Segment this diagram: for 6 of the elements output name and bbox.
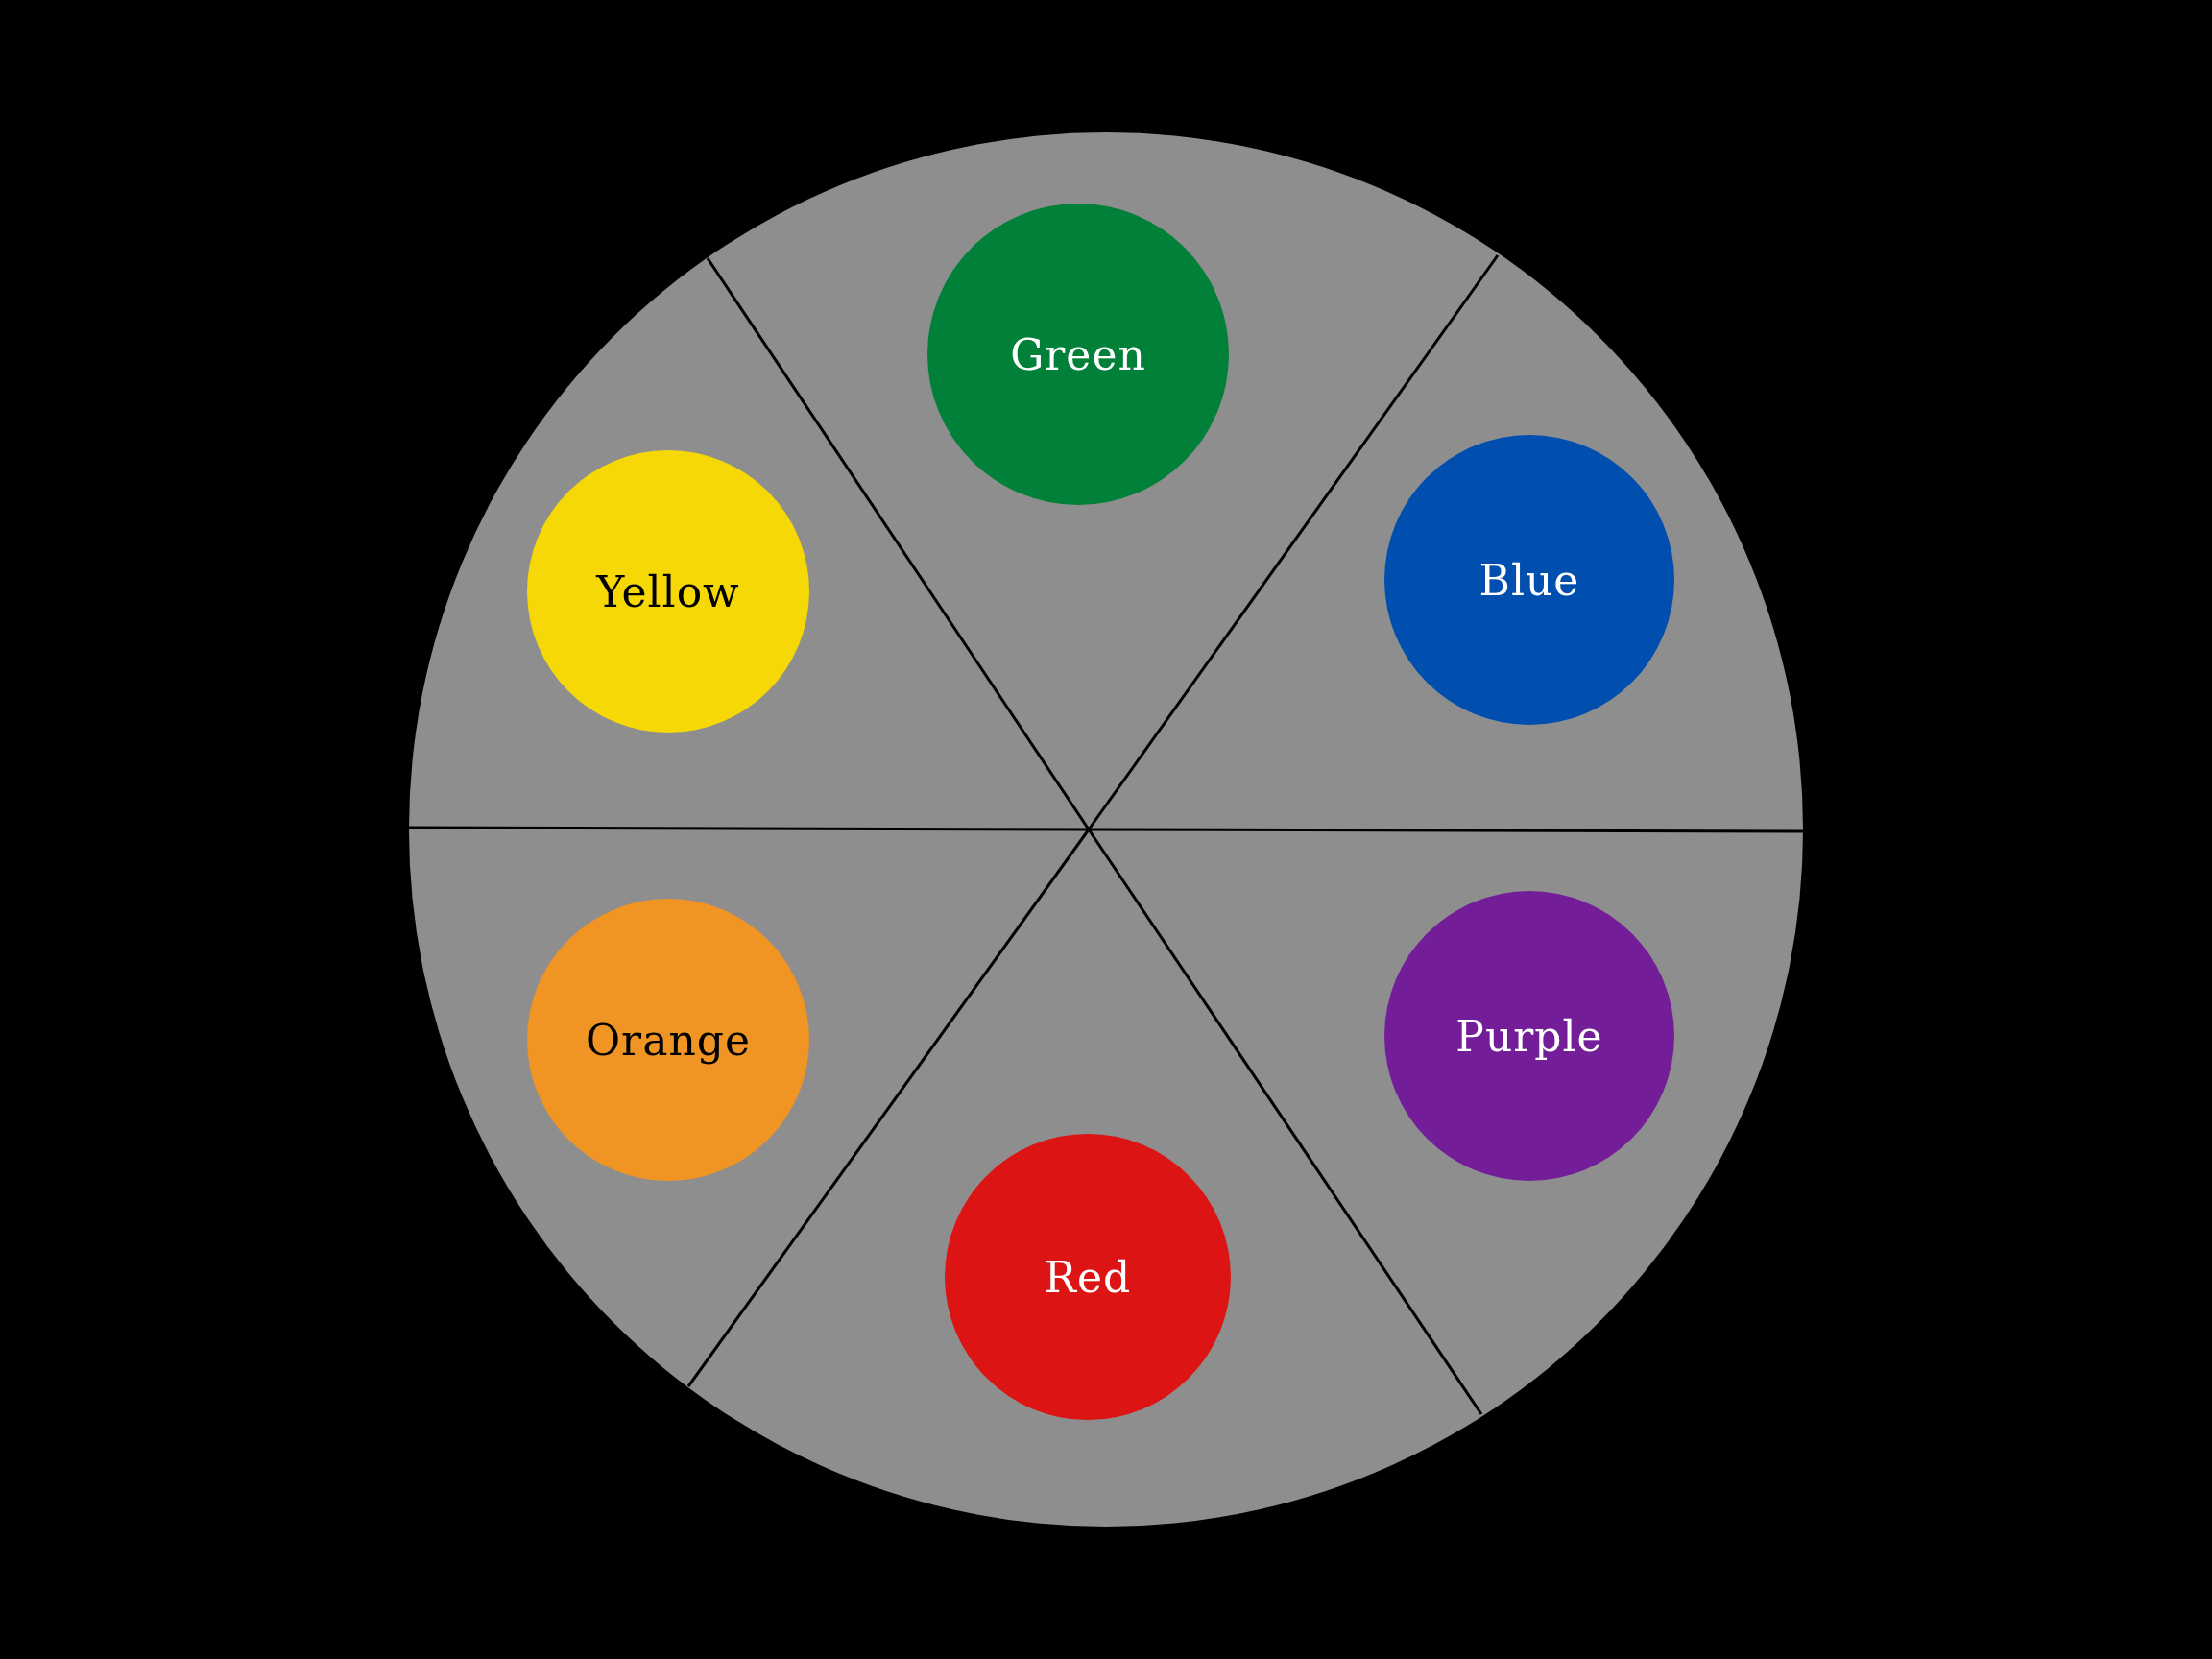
color-name: Red (1044, 1252, 1132, 1302)
color-name: Yellow (596, 566, 740, 616)
color-name: Blue (1479, 555, 1580, 605)
color-name: Orange (586, 1015, 751, 1065)
color-name: Green (1010, 329, 1146, 379)
color-name: Purple (1455, 1011, 1603, 1061)
